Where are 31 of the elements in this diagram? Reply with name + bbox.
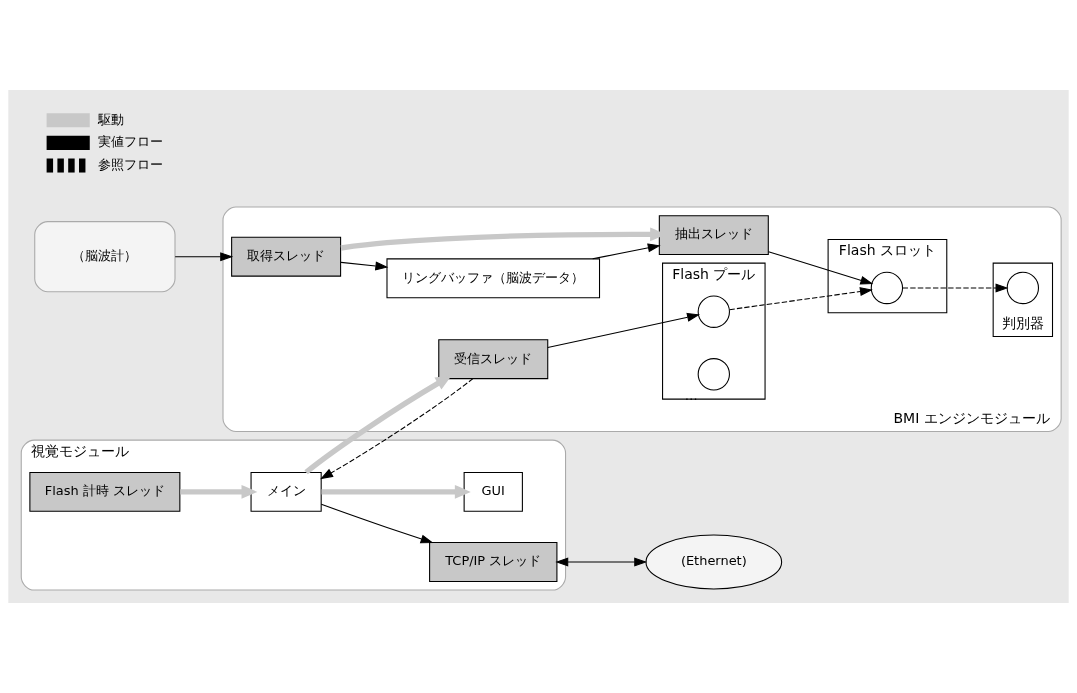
arrow: [555, 557, 648, 567]
node-box: GUI: [463, 471, 523, 512]
cluster: Flash スロット: [827, 238, 948, 314]
arrow: [320, 378, 474, 480]
arrow: [180, 484, 258, 499]
legend-label: 実値フロー: [98, 134, 164, 150]
node-box: 抽出スレッド: [658, 215, 769, 256]
arrow: [767, 251, 874, 285]
node-box: リングバッファ（脳波データ）: [386, 258, 601, 299]
node-circle: [697, 295, 730, 328]
node-box: 受信スレッド: [438, 339, 549, 380]
node-box: （脳波計）: [34, 221, 176, 293]
legend-label: 駆動: [98, 111, 125, 127]
node-box: 取得スレッド: [231, 236, 342, 277]
node-box: TCP/IP スレッド: [429, 542, 558, 582]
arrow: [321, 484, 471, 499]
node-box: メイン: [250, 471, 322, 512]
node-ellipse: (Ethernet): [645, 534, 783, 590]
node-circle: [870, 271, 904, 305]
arrow: [592, 243, 661, 260]
node-circle: [1006, 271, 1039, 305]
arrow: [902, 283, 1009, 293]
node-box: Flash 計時 スレッド: [29, 471, 181, 512]
arrow: [320, 503, 434, 544]
arrow: [174, 252, 234, 262]
arrow: [547, 312, 700, 349]
node-circle: [697, 358, 730, 391]
arrow: [340, 261, 389, 271]
arrow: [304, 375, 452, 475]
arrow: [728, 287, 873, 311]
legend-label: 参照フロー: [98, 156, 164, 172]
